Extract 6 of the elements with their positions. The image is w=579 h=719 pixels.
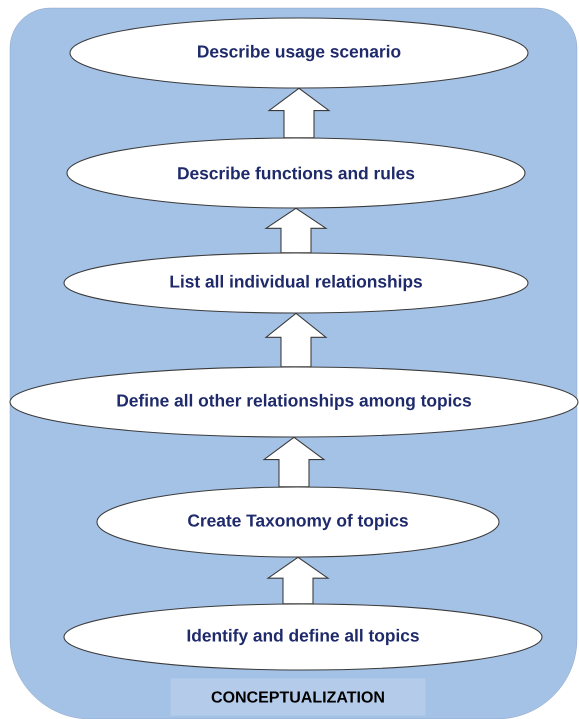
- panel-heading: CONCEPTUALIZATION: [170, 678, 426, 716]
- block-arrow: [266, 556, 330, 604]
- block-arrow: [264, 208, 328, 254]
- block-arrow: [264, 312, 328, 368]
- block-arrow: [262, 436, 326, 488]
- block-arrow: [267, 88, 331, 138]
